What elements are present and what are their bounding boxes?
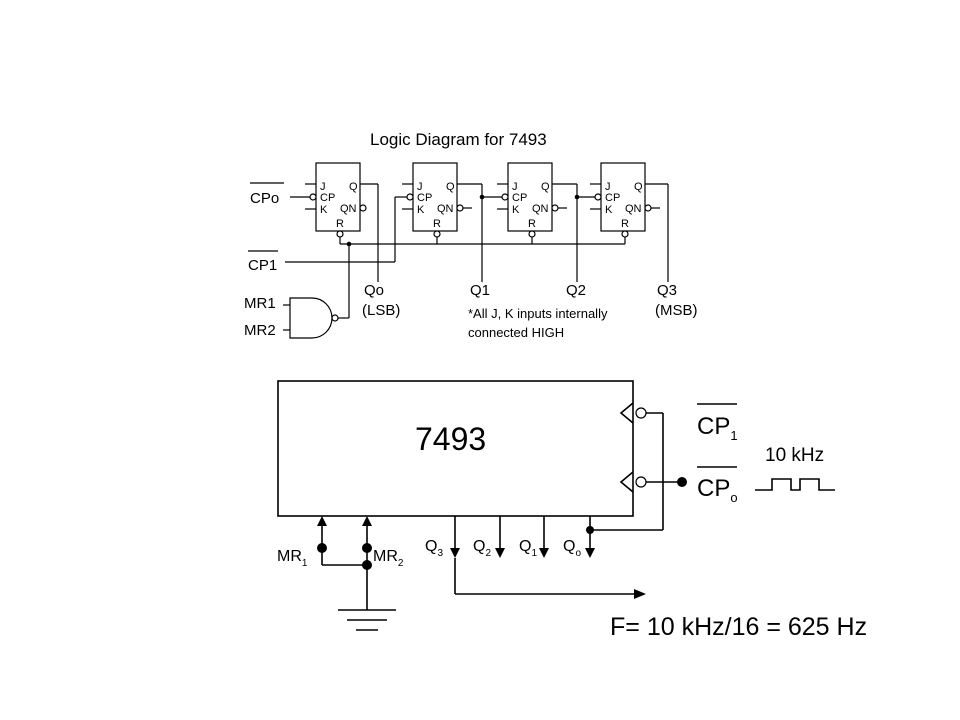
mr2-bottom-label: MR2 (373, 548, 404, 569)
mr2-label: MR2 (244, 322, 276, 339)
cp1-label: CP1 (248, 257, 277, 274)
svg-text:K: K (512, 204, 520, 216)
svg-text:J: J (320, 181, 326, 193)
frequency-formula: F= 10 kHz/16 = 625 Hz (610, 613, 867, 641)
q1-label: Q1 (470, 282, 490, 299)
q1-bottom-label: Q1 (519, 538, 537, 559)
svg-text:J: J (417, 181, 423, 193)
q0-label: Qo (364, 282, 384, 299)
svg-text:K: K (417, 204, 425, 216)
svg-text:QN: QN (532, 203, 549, 215)
svg-text:QN: QN (625, 203, 642, 215)
svg-text:R: R (336, 218, 344, 230)
flip-flop-2: J CP K Q QN R (497, 162, 567, 238)
ground-symbol (338, 609, 396, 631)
svg-text:R: R (621, 218, 629, 230)
svg-text:Q: Q (541, 181, 550, 193)
note-line-1: *All J, K inputs internally (468, 306, 608, 321)
svg-text:R: R (433, 218, 441, 230)
svg-text:K: K (320, 204, 328, 216)
lsb-label: (LSB) (362, 302, 400, 319)
flip-flop-3: J CP K Q QN R (590, 162, 660, 238)
svg-text:Q: Q (634, 181, 643, 193)
note-line-2: connected HIGH (468, 325, 564, 340)
svg-text:CP: CP (605, 192, 620, 204)
cp0-bottom-label: CPo (697, 475, 738, 505)
mr1-bottom-label: MR1 (277, 548, 308, 569)
flip-flop-0: J CP K Q QN R (305, 162, 367, 238)
svg-text:R: R (528, 218, 536, 230)
flip-flop-1: J CP K Q QN R (402, 162, 472, 238)
q3-bottom-label: Q3 (425, 538, 443, 559)
svg-text:J: J (512, 181, 518, 193)
mr-inputs (317, 516, 372, 610)
svg-text:J: J (605, 181, 611, 193)
cp1-bottom-label: CP1 (697, 413, 738, 443)
frequency-label: 10 kHz (765, 445, 824, 466)
clock-inputs (590, 402, 687, 531)
svg-text:CP: CP (417, 192, 432, 204)
cp0-label: CPo (250, 190, 279, 207)
q3-label: Q3 (657, 282, 677, 299)
svg-text:CP: CP (512, 192, 527, 204)
svg-text:Q: Q (446, 181, 455, 193)
svg-text:Q: Q (349, 181, 358, 193)
square-wave (755, 478, 835, 491)
nand-gate (283, 297, 339, 339)
svg-text:CP: CP (320, 192, 335, 204)
q2-label: Q2 (566, 282, 586, 299)
svg-text:QN: QN (340, 203, 357, 215)
svg-text:K: K (605, 204, 613, 216)
q-outputs (450, 516, 646, 599)
q2-bottom-label: Q2 (473, 538, 491, 559)
svg-text:QN: QN (437, 203, 454, 215)
q0-bottom-label: Qo (563, 538, 581, 559)
mr1-label: MR1 (244, 295, 276, 312)
diagram-title: Logic Diagram for 7493 (370, 130, 547, 149)
chip-label: 7493 (415, 421, 486, 457)
clock-wiring (285, 183, 669, 282)
msb-label: (MSB) (655, 302, 698, 319)
